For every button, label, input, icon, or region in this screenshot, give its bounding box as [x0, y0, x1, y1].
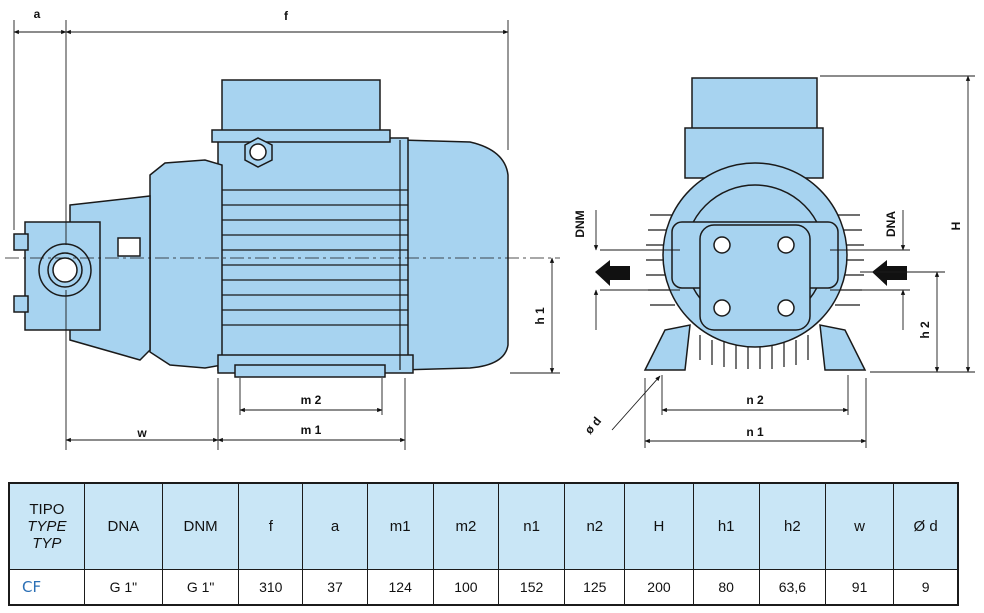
value-cell: 152	[497, 569, 566, 606]
dim-f-label: f	[284, 9, 289, 23]
pump-dimension-drawing: a f w m 2 m 1 h 1	[5, 7, 975, 450]
header-cell: h1	[692, 482, 760, 570]
header-cell: n2	[564, 482, 626, 570]
value-cell: 9	[893, 569, 959, 606]
dim-h1-label: h 1	[533, 307, 547, 325]
value-cell: 91	[824, 569, 895, 606]
header-type-it: TIPO	[29, 501, 65, 518]
value-cell: 124	[366, 569, 434, 606]
dim-m2-label: m 2	[301, 393, 322, 407]
pump-flange	[149, 159, 223, 369]
motor-rear-cover	[399, 139, 509, 371]
header-type: TIPO TYPE TYP	[8, 482, 85, 570]
dim-n2-label: n 2	[746, 393, 764, 407]
header-cell: n1	[497, 482, 566, 570]
header-type-de: TYP	[32, 535, 62, 552]
header-cell: DNM	[161, 482, 240, 570]
value-cell: 200	[624, 569, 694, 606]
value-cell: G 1"	[83, 569, 163, 606]
front-foot-left	[643, 324, 691, 371]
value-cell: 100	[432, 569, 499, 606]
front-terminal-box	[691, 77, 818, 134]
model-cell: CF	[8, 569, 85, 606]
value-cell: G 1"	[161, 569, 240, 606]
value-cell: 310	[238, 569, 304, 606]
header-cell: Ø d	[893, 482, 959, 570]
inlet-arrow-icon	[872, 260, 907, 286]
dim-a-label: a	[34, 7, 41, 21]
header-type-en: TYPE	[27, 518, 67, 535]
cable-gland	[244, 137, 273, 168]
table-row: CF G 1" G 1" 310 37 124 100 152 125 200 …	[8, 569, 959, 606]
header-cell: f	[238, 482, 304, 570]
dim-h2-label: h 2	[918, 321, 932, 339]
value-cell: 37	[302, 569, 368, 606]
dim-dna-label: DNA	[884, 211, 898, 237]
front-foot-right	[819, 324, 867, 371]
value-cell: 63,6	[758, 569, 826, 606]
header-cell: a	[302, 482, 368, 570]
dimensions-table: TIPO TYPE TYP DNA DNM f a m1 m2 n1 n2 H …	[8, 482, 959, 606]
dim-n1-label: n 1	[746, 425, 764, 439]
dim-w-label: w	[136, 426, 147, 440]
dim-m1-label: m 1	[301, 423, 322, 437]
value-cell: 80	[692, 569, 760, 606]
dim-dnm-label: DNM	[573, 210, 587, 237]
value-cell: 125	[564, 569, 626, 606]
header-cell: m2	[432, 482, 499, 570]
side-view	[13, 79, 509, 378]
outlet-arrow-icon	[595, 260, 630, 286]
header-cell: H	[624, 482, 694, 570]
table-header-row: TIPO TYPE TYP DNA DNM f a m1 m2 n1 n2 H …	[8, 482, 959, 570]
flow-arrows	[595, 260, 907, 286]
header-cell: m1	[366, 482, 434, 570]
motor-housing	[217, 137, 409, 371]
dim-H-label: H	[949, 222, 963, 231]
dim-d-label: ø d	[582, 414, 604, 437]
header-cell: w	[824, 482, 895, 570]
header-cell: h2	[758, 482, 826, 570]
header-cell: DNA	[83, 482, 163, 570]
